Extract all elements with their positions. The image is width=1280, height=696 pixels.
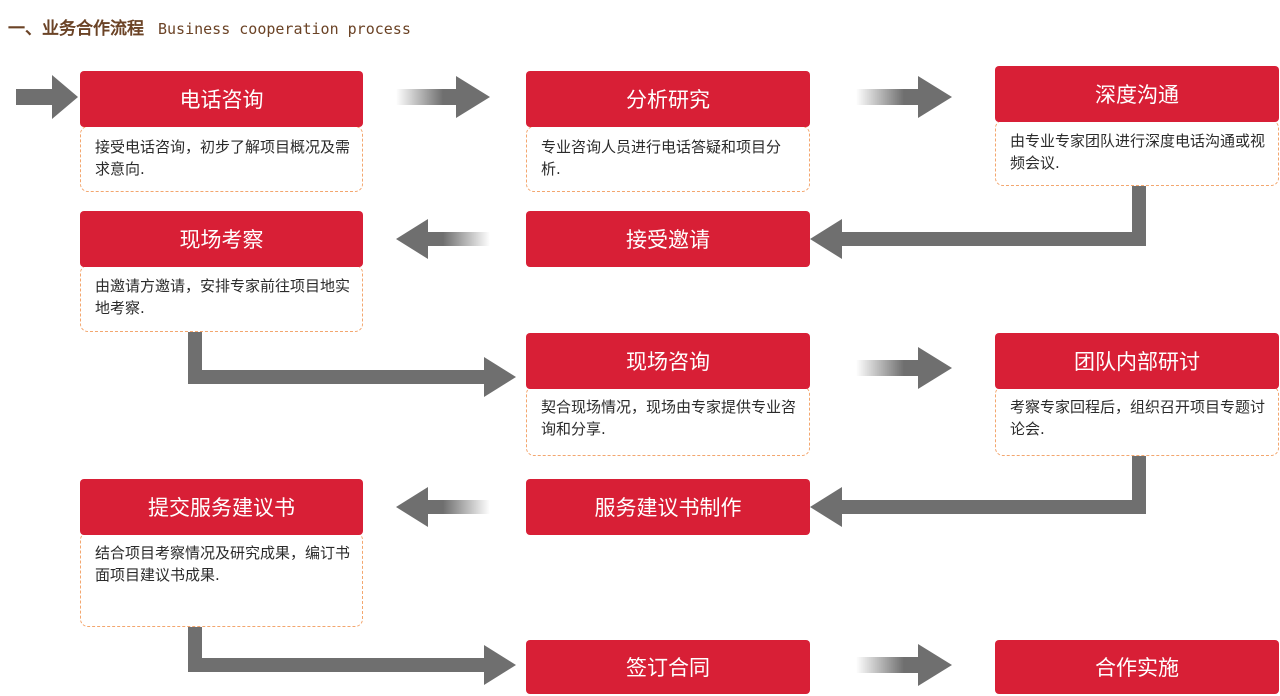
step-accept-invitation: 接受邀请: [526, 211, 810, 267]
arrow-left-1: [396, 219, 490, 259]
step-sign-contract: 签订合同: [526, 640, 810, 694]
step-desc-phone-consult: 接受电话咨询，初步了解项目概况及需求意向.: [80, 126, 363, 192]
arrow-right-1: [396, 76, 490, 118]
heading-title-cn: 一、业务合作流程: [8, 19, 144, 39]
step-desc-deep-communication: 由专业专家团队进行深度电话沟通或视频会议.: [995, 120, 1279, 186]
elbow-arrow-1: [810, 170, 1146, 259]
elbow-arrow-4: [188, 627, 516, 685]
step-desc-analysis-research: 专业咨询人员进行电话答疑和项目分析.: [526, 126, 810, 192]
step-desc-submit-proposal: 结合项目考察情况及研究成果，编订书面项目建议书成果.: [80, 532, 363, 627]
arrow-left-2: [396, 487, 490, 527]
step-proposal-drafting: 服务建议书制作: [526, 479, 810, 535]
step-desc-onsite-consult: 契合现场情况，现场由专家提供专业咨询和分享.: [526, 386, 810, 456]
step-desc-team-discussion: 考察专家回程后，组织召开项目专题讨论会.: [995, 386, 1279, 456]
page-heading: 一、业务合作流程 Business cooperation process: [8, 14, 411, 42]
step-site-inspection: 现场考察: [80, 211, 363, 267]
entry-arrow: [16, 75, 78, 119]
arrow-right-2: [856, 76, 952, 118]
elbow-arrow-2: [188, 332, 516, 397]
step-onsite-consult: 现场咨询: [526, 333, 810, 389]
step-submit-proposal: 提交服务建议书: [80, 479, 363, 535]
step-team-discussion: 团队内部研讨: [995, 333, 1279, 389]
step-deep-communication: 深度沟通: [995, 66, 1279, 122]
step-phone-consult: 电话咨询: [80, 71, 363, 127]
heading-title-en: Business cooperation process: [158, 20, 411, 38]
step-desc-site-inspection: 由邀请方邀请，安排专家前往项目地实地考察.: [80, 265, 363, 332]
arrow-right-4: [856, 644, 952, 686]
step-analysis-research: 分析研究: [526, 71, 810, 127]
step-cooperation-implementation: 合作实施: [995, 640, 1279, 694]
elbow-arrow-3: [810, 456, 1146, 527]
arrow-right-3: [856, 347, 952, 389]
